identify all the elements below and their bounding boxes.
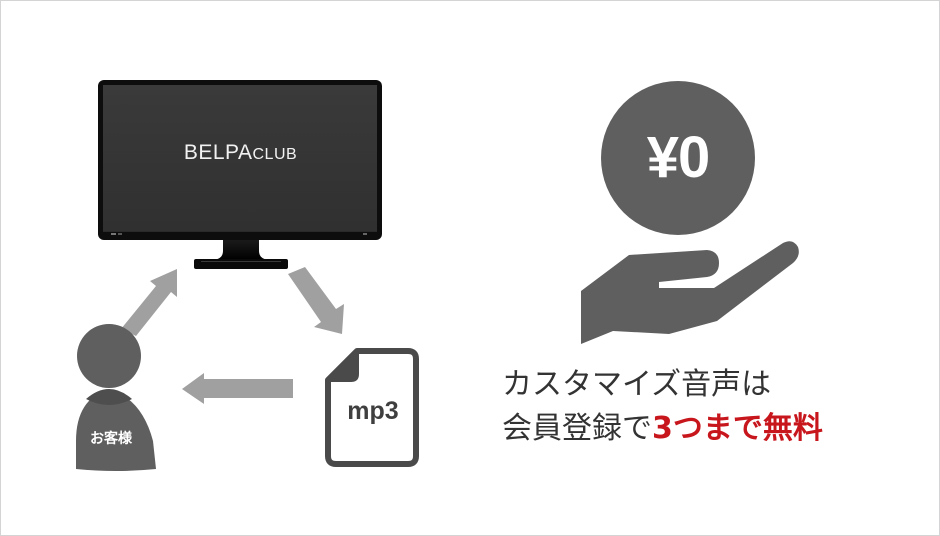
mp3-file-icon — [325, 348, 419, 467]
coin-price-text: ¥0 — [646, 125, 711, 190]
monitor-icon — [98, 80, 382, 269]
customer-icon — [76, 324, 156, 471]
monitor-brand-text: BELPACLUB — [104, 141, 377, 165]
caption-line-1: カスタマイズ音声は — [502, 367, 772, 402]
file-type-label: mp3 — [347, 397, 399, 425]
brand-main: BELPA — [183, 141, 253, 164]
caption-highlight: 3つまで無料 — [652, 411, 823, 446]
caption-line-2-prefix: 会員登録で — [502, 411, 652, 446]
yen-coin-icon — [601, 81, 755, 235]
hand-icon — [581, 241, 799, 344]
caption-text: カスタマイズ音声は 会員登録で3つまで無料 — [502, 363, 823, 451]
customer-label: お客様 — [90, 431, 132, 447]
brand-sub: CLUB — [252, 146, 298, 163]
arrow-to-monitor-icon — [121, 269, 177, 336]
caption-line-2: 会員登録で3つまで無料 — [502, 407, 823, 451]
arrow-to-customer-icon — [182, 373, 293, 404]
arrow-to-file-icon — [288, 267, 344, 334]
